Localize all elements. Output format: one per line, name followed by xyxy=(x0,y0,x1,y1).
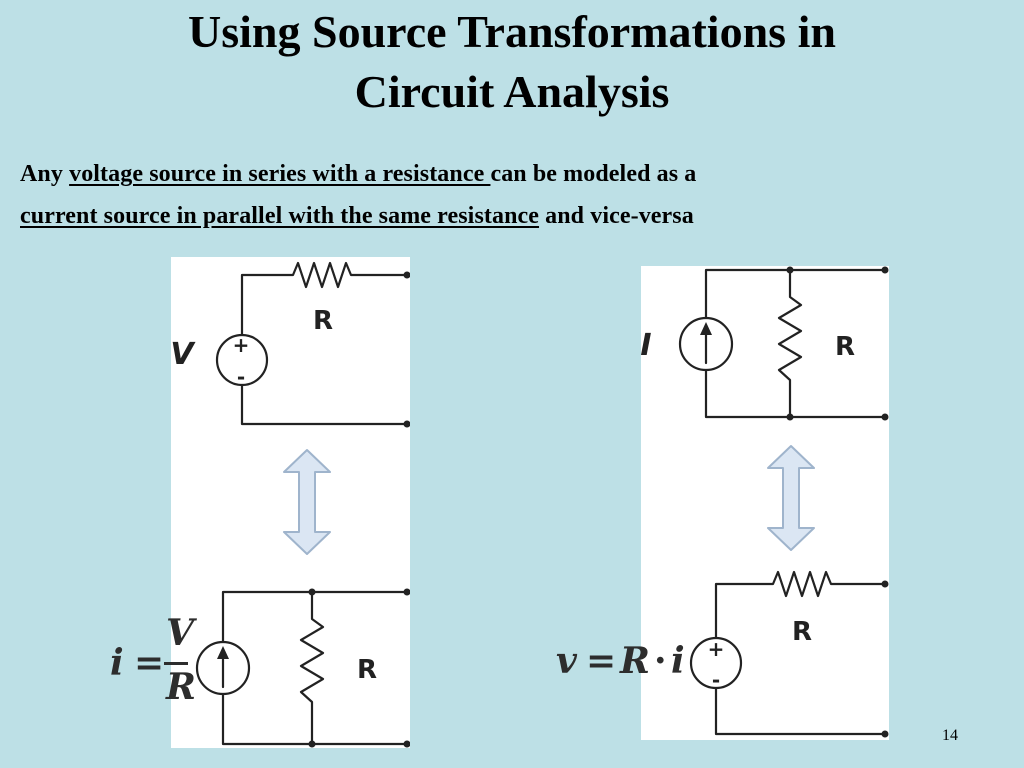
resistor-label: R xyxy=(792,617,812,647)
slide-title-line1: Using Source Transformations in xyxy=(188,6,836,57)
series-resistor-wire xyxy=(714,570,887,640)
parallel-resistor xyxy=(299,590,325,746)
parallel-resistor xyxy=(777,268,803,419)
intro-text: Any voltage source in series with a resi… xyxy=(20,153,1010,237)
node-dot xyxy=(786,413,794,421)
current-source-icon xyxy=(195,640,251,696)
node-dot xyxy=(308,740,316,748)
bottom-wire xyxy=(704,368,887,419)
bottom-wire xyxy=(714,686,887,736)
up-arrow-icon xyxy=(700,322,712,335)
current-source-parallel-circuit xyxy=(678,268,887,419)
current-source-icon xyxy=(678,316,734,372)
terminal-dot xyxy=(403,588,410,596)
current-symbol: i xyxy=(671,640,685,682)
plus-sign: + xyxy=(708,637,725,661)
intro-underline-1: voltage source in series with a resistan… xyxy=(69,161,491,187)
terminal-dot xyxy=(881,730,889,738)
node-dot xyxy=(786,266,794,274)
voltage-symbol: v xyxy=(556,640,577,682)
page-number: 14 xyxy=(942,727,958,744)
resistor-label: R xyxy=(313,306,333,336)
voltage-source-series-circuit xyxy=(215,261,409,426)
equals-sign: = xyxy=(134,642,165,684)
voltage-equation: v = R · i xyxy=(556,640,691,686)
current-equation: i = V R xyxy=(108,612,196,712)
current-source-parallel-circuit xyxy=(195,590,409,746)
up-arrow-icon xyxy=(217,646,229,659)
minus-sign: - xyxy=(712,668,720,692)
terminal-dot xyxy=(403,420,410,428)
multiply-dot: · xyxy=(654,640,667,682)
double-arrow-icon xyxy=(767,445,815,551)
fraction-denominator: R xyxy=(166,666,196,708)
fraction-bar xyxy=(164,662,188,665)
top-wire xyxy=(704,268,887,320)
slide-title-line2: Circuit Analysis xyxy=(354,66,670,117)
voltage-source-icon xyxy=(689,636,743,690)
slide-title: Using Source Transformations in Circuit … xyxy=(0,2,1024,122)
node-dot xyxy=(308,588,316,596)
bottom-wire xyxy=(240,383,409,426)
minus-sign: - xyxy=(237,365,245,389)
plus-sign: + xyxy=(233,333,250,357)
voltage-source-icon xyxy=(215,333,269,387)
terminal-dot xyxy=(403,271,410,279)
current-source-label: I xyxy=(641,328,652,363)
double-arrow-icon xyxy=(283,449,331,555)
right-circuit-diagram: I R + - R xyxy=(641,266,889,738)
bottom-wire xyxy=(221,692,409,746)
resistor-label: R xyxy=(835,332,855,362)
resistor-label: R xyxy=(357,655,377,685)
voltage-source-label: V xyxy=(171,337,196,372)
intro-underline-2: current source in parallel with the same… xyxy=(20,203,540,229)
current-symbol: i xyxy=(110,642,124,684)
intro-text-3: and vice-versa xyxy=(539,203,694,229)
terminal-dot xyxy=(403,740,410,748)
series-resistor-wire xyxy=(240,261,409,337)
right-circuit-panel: I R + - R xyxy=(641,266,889,740)
resistance-symbol: R xyxy=(620,640,650,682)
terminal-dot xyxy=(881,266,889,274)
intro-text-2: can be modeled as a xyxy=(490,161,697,187)
terminal-dot xyxy=(881,413,889,421)
equals-sign: = xyxy=(586,640,617,682)
fraction-numerator: V xyxy=(166,612,194,654)
voltage-source-series-circuit xyxy=(689,570,887,736)
top-wire xyxy=(221,590,409,644)
terminal-dot xyxy=(881,580,889,588)
left-circuit-panel: + - R V R xyxy=(171,257,410,748)
left-circuit-diagram: + - R V R xyxy=(171,261,410,748)
intro-text-1: Any xyxy=(20,161,70,187)
